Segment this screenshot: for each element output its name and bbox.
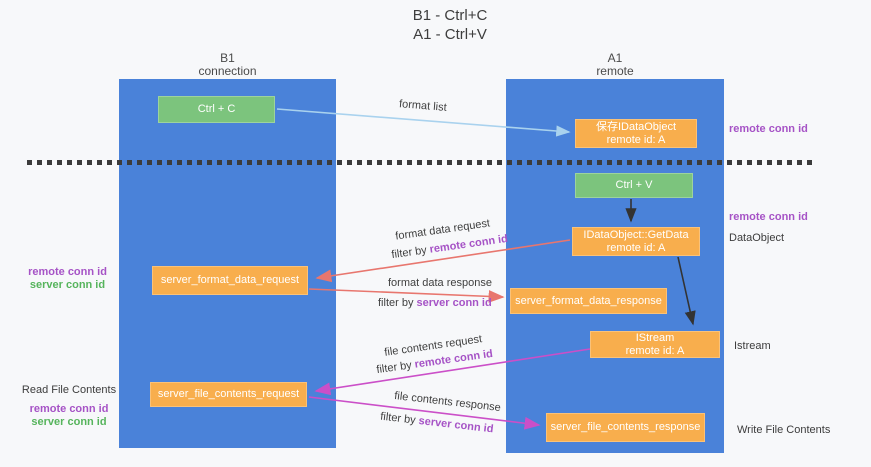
title-line-1: B1 - Ctrl+C: [412, 7, 488, 24]
server-file-contents-request-label: server_file_contents_request: [157, 388, 300, 400]
filter-by-text: filter by: [378, 297, 417, 309]
server-conn-id-annotation-left: server conn id: [29, 279, 106, 291]
filter-by-text: filter by: [375, 358, 416, 377]
left-mid-annotations: remote conn id server conn id: [20, 266, 115, 292]
filter-by-server-conn-id-label-2: filter by server conn id: [380, 411, 494, 436]
filter-by-text: filter by: [379, 410, 420, 427]
ctrl-v-box: Ctrl + V: [575, 173, 693, 198]
file-contents-response-label: file contents response: [393, 389, 502, 415]
format-data-response-arrow: [308, 288, 505, 303]
read-file-contents-annotation: Read File Contents: [21, 384, 117, 396]
filter-by-server-conn-id-label-1: filter by server conn id: [378, 297, 492, 309]
remote-conn-id-annotation-top: remote conn id: [729, 123, 808, 135]
server-format-data-request-label: server_format_data_request: [160, 274, 300, 286]
server-format-data-response-label: server_format_data_response: [515, 294, 662, 307]
title-line-2: A1 - Ctrl+V: [413, 26, 487, 43]
write-file-contents-annotation: Write File Contents: [737, 424, 831, 436]
remote-conn-id-annotation-bottom: remote conn id: [29, 403, 109, 415]
left-column-title: B1: [220, 51, 235, 65]
diagram-title: B1 - Ctrl+C A1 - Ctrl+V: [330, 6, 570, 44]
server-conn-id-text: server conn id: [416, 297, 492, 309]
istream-annotation: Istream: [734, 340, 771, 352]
server-file-contents-response-label: server_file_contents_response: [550, 421, 701, 433]
save-dataobject-line1: 保存IDataObject: [595, 120, 677, 133]
ctrl-c-label: Ctrl + C: [197, 103, 236, 115]
ctrl-c-box: Ctrl + C: [158, 96, 275, 123]
server-conn-id-text: server conn id: [417, 414, 495, 436]
right-column-header: A1 remote: [506, 52, 724, 78]
server-file-contents-response-box: server_file_contents_response: [546, 413, 705, 442]
filter-by-text: filter by: [390, 243, 431, 262]
left-bottom-annotations: Read File Contents remote conn id server…: [18, 384, 120, 429]
format-data-response-label: format data response: [388, 277, 492, 289]
ctrl-v-label: Ctrl + V: [615, 179, 653, 191]
getdata-line1: IDataObject::GetData: [583, 228, 689, 241]
istream-line2: remote id: A: [625, 344, 685, 357]
right-column-subtitle: remote: [596, 64, 634, 78]
getdata-line2: remote id: A: [606, 241, 666, 254]
istream-box: IStream remote id: A: [590, 331, 720, 358]
dataobject-annotation: DataObject: [729, 232, 785, 244]
save-dataobject-box: 保存IDataObject remote id: A: [575, 119, 697, 148]
server-file-contents-request-box: server_file_contents_request: [150, 382, 307, 407]
server-format-data-request-box: server_format_data_request: [152, 266, 308, 295]
istream-line1: IStream: [635, 331, 675, 344]
getdata-box: IDataObject::GetData remote id: A: [572, 227, 700, 256]
left-column-header: B1 connection: [119, 52, 336, 78]
save-dataobject-line2: remote id: A: [606, 133, 666, 146]
left-column-subtitle: connection: [198, 64, 257, 78]
server-conn-id-annotation-bottom: server conn id: [31, 416, 107, 428]
right-column-title: A1: [607, 51, 623, 65]
format-list-label: format list: [398, 98, 448, 114]
phase-separator-dashed-line: [27, 160, 817, 165]
server-format-data-response-box: server_format_data_response: [510, 288, 667, 314]
remote-conn-id-annotation-mid: remote conn id: [729, 211, 808, 223]
remote-conn-id-annotation-left: remote conn id: [28, 266, 107, 278]
